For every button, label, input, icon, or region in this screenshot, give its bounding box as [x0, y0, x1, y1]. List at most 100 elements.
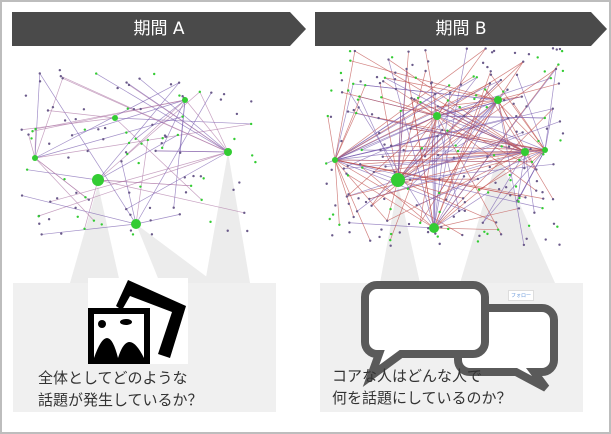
network-edge [97, 91, 201, 181]
network-node [250, 154, 254, 157]
network-node [554, 67, 558, 71]
network-edge [347, 99, 499, 167]
network-node [74, 117, 77, 121]
network-edge [384, 77, 499, 101]
network-node [340, 139, 343, 143]
network-node [346, 164, 349, 168]
network-edge [334, 83, 354, 161]
network-node [406, 187, 410, 190]
network-node [492, 154, 496, 157]
question-period-a: 全体としてどのような 話題が発生しているか？ [38, 367, 203, 411]
network-edge [32, 99, 186, 132]
network-edge [497, 96, 522, 101]
network-hub-node [391, 173, 405, 187]
network-node [561, 69, 565, 73]
question-line: コアな人はどんな人で [332, 367, 483, 385]
network-edge [341, 92, 438, 117]
network-node [102, 138, 105, 141]
network-node [440, 225, 443, 229]
network-node [150, 233, 154, 236]
network-node [524, 196, 527, 199]
network-edge [497, 99, 525, 245]
network-node [523, 166, 526, 170]
network-edge [436, 115, 537, 191]
network-node [486, 65, 489, 69]
network-node [545, 127, 549, 130]
network-edge [334, 159, 532, 163]
network-node [222, 92, 226, 96]
network-node [368, 197, 371, 201]
network-node [436, 235, 439, 238]
network-node [405, 67, 408, 71]
network-edge [424, 115, 438, 157]
network-node [508, 173, 512, 177]
network-node [137, 161, 140, 165]
network-node [352, 215, 355, 219]
network-node [38, 72, 41, 75]
network-node [520, 95, 524, 98]
network-node [370, 204, 373, 207]
network-node [357, 106, 360, 109]
network-edge [135, 99, 186, 140]
network-node [326, 114, 329, 118]
network-hub-node [92, 174, 104, 186]
network-edge [445, 99, 499, 200]
network-node [95, 72, 98, 75]
network-node [383, 197, 386, 201]
network-node [462, 114, 466, 118]
network-node [219, 98, 223, 101]
question-period-b: コアな人はどんな人で 何を話題にしているのか？ [332, 365, 512, 409]
network-node [131, 233, 135, 236]
network-edge [155, 150, 229, 153]
network-node [452, 215, 456, 218]
network-node [84, 196, 87, 199]
network-edge [411, 97, 438, 117]
network-node [331, 213, 335, 216]
network-node [60, 232, 63, 235]
network-edge [34, 157, 90, 200]
callout-a3 [205, 152, 250, 283]
network-node [183, 176, 186, 179]
network-node [389, 232, 393, 236]
network-node [138, 77, 141, 80]
network-node [458, 105, 461, 109]
network-node [536, 56, 539, 59]
network-node [384, 165, 387, 168]
network-node [346, 89, 350, 92]
network-edge [397, 68, 557, 181]
network-node [233, 137, 236, 141]
network-node [515, 130, 518, 133]
network-node [552, 163, 555, 166]
network-edge [433, 68, 557, 229]
network-node [359, 80, 362, 83]
network-edge [484, 89, 526, 153]
network-edge [397, 179, 497, 223]
network-edge [71, 99, 186, 136]
network-node [483, 230, 486, 234]
network-node [433, 92, 437, 96]
network-node [557, 63, 560, 66]
network-node [347, 193, 350, 196]
network-node [389, 144, 393, 147]
network-node [474, 94, 478, 97]
network-node [461, 197, 465, 200]
network-edge [436, 115, 460, 212]
network-node [472, 75, 475, 78]
network-edge [334, 159, 371, 241]
network-edge [433, 71, 492, 229]
network-hub-node [521, 148, 529, 156]
network-node [485, 105, 488, 109]
network-node [465, 47, 469, 50]
network-node [369, 239, 372, 242]
network-node [235, 112, 239, 116]
network-edge [497, 99, 510, 147]
network-edge [497, 61, 524, 101]
network-hub-node [494, 96, 502, 104]
network-node [446, 99, 450, 102]
network-node [178, 213, 181, 216]
network-node [541, 191, 544, 194]
network-node [459, 83, 463, 86]
network-edge [334, 159, 388, 222]
callout-b1 [380, 185, 420, 283]
network-edge [433, 208, 520, 229]
